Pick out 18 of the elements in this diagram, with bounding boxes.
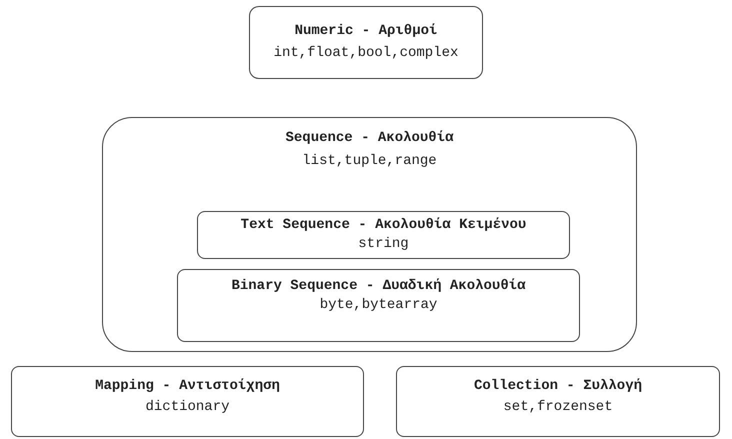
- type-list: int,float,bool,complex: [250, 44, 482, 62]
- category-box: [102, 117, 637, 352]
- type-list: set,frozenset: [397, 398, 719, 416]
- category-title: Numeric - Αριθμοί: [294, 22, 438, 40]
- type-list: byte,bytearray: [178, 296, 579, 314]
- type-list: string: [198, 235, 569, 253]
- category-box: [249, 6, 483, 79]
- category-box: [177, 269, 580, 342]
- category-title: Mapping - Αντιστοίχηση: [94, 377, 281, 395]
- category-box: [197, 211, 570, 259]
- type-list: list,tuple,range: [103, 152, 636, 170]
- category-title: Binary Sequence - Δυαδική Ακολουθία: [230, 277, 527, 295]
- category-box: [396, 366, 720, 437]
- category-title: Text Sequence - Ακολουθία Κειμένου: [240, 216, 528, 234]
- category-title: Collection - Συλλογή: [472, 377, 644, 395]
- category-title: Sequence - Ακολουθία: [284, 129, 455, 147]
- category-box: [11, 366, 364, 437]
- type-list: dictionary: [12, 398, 363, 416]
